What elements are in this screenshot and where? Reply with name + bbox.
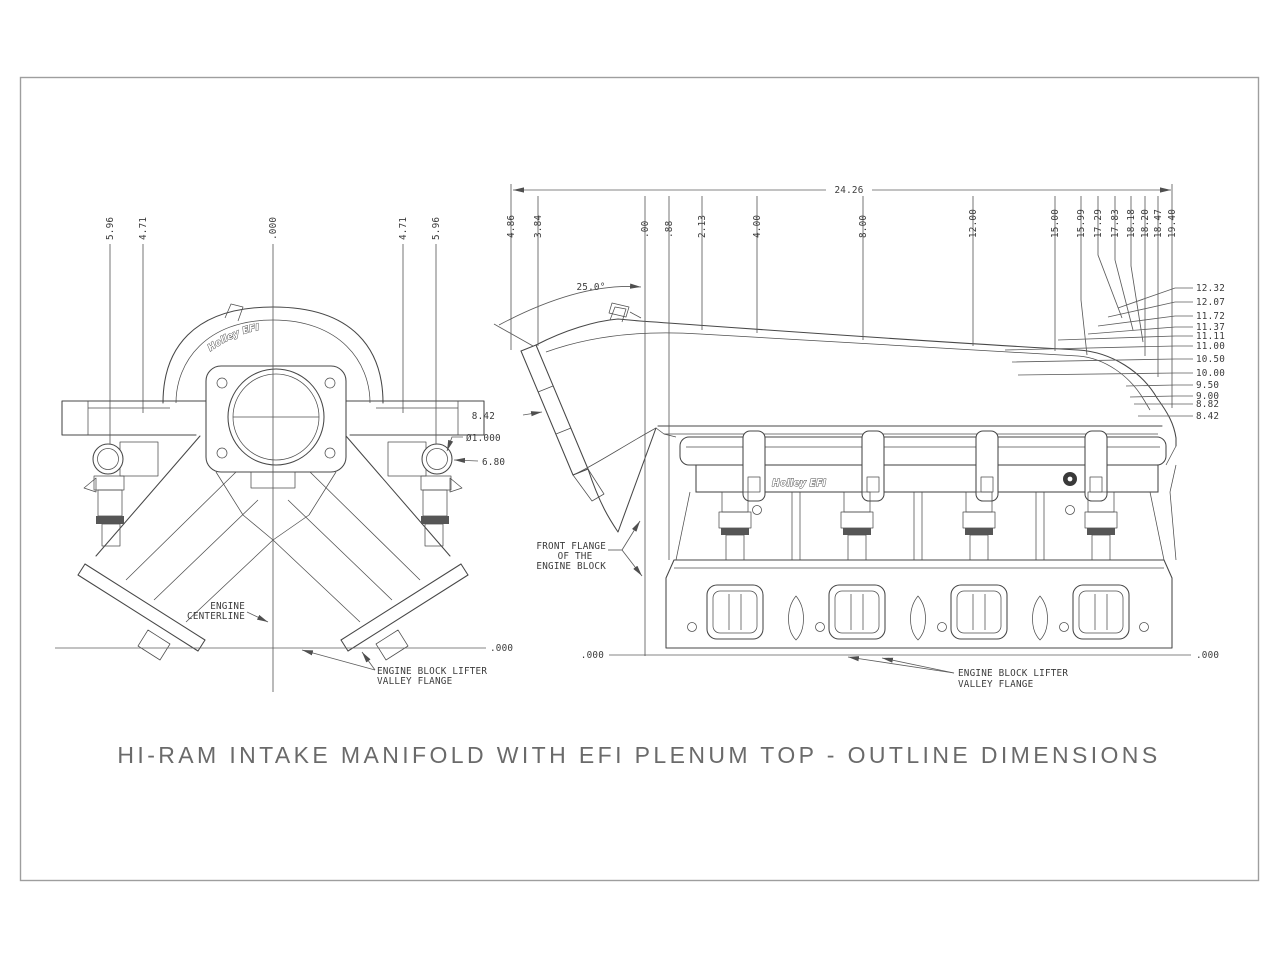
engine-centerline-label-2: CENTERLINE: [187, 611, 245, 622]
head-flange-right: [340, 563, 469, 661]
height-dim-0: 12.32: [1196, 283, 1225, 294]
fuel-rail-left: [83, 441, 159, 547]
sheet-border: [19, 76, 1260, 882]
front-top-dim-3: 4.71: [398, 217, 409, 240]
front-top-dim-1: 4.71: [138, 217, 149, 240]
inlet-flange-dim-label: 8.42: [472, 411, 495, 422]
side-top-dim-1: 3.84: [533, 215, 544, 238]
injector-tower: [962, 491, 996, 561]
holley-logo-side: Holley EFI: [772, 478, 827, 489]
side-top-dim-13: 18.20: [1140, 209, 1151, 238]
side-top-dim-14: 18.47: [1153, 209, 1164, 238]
side-top-dim-0: 4.86: [506, 215, 517, 238]
height-dim-8: 9.50: [1196, 380, 1219, 391]
side-top-dim-15: 19.40: [1167, 209, 1178, 238]
bolt-hole: [324, 447, 336, 459]
height-dimension-labels: 12.32 12.07 11.72 11.37 11.11 11.00 10.5…: [1004, 283, 1225, 422]
inlet-angle-label: 25.0°: [577, 282, 606, 293]
height-dim-4: 11.11: [1196, 331, 1225, 342]
height-dim-7: 10.00: [1196, 368, 1225, 379]
injector-tower: [840, 491, 874, 561]
height-dim-6: 10.50: [1196, 354, 1225, 365]
side-valley-flange-label-2: VALLEY FLANGE: [958, 679, 1033, 690]
side-top-dim-12: 18.18: [1126, 209, 1137, 238]
plenum-base-band: [61, 400, 485, 436]
flange-slot: [1032, 595, 1048, 641]
inlet-flange: [520, 344, 605, 502]
rail-dim-label: 6.80: [482, 457, 505, 468]
height-dim-11: 8.42: [1196, 411, 1219, 422]
page-title: HI-RAM INTAKE MANIFOLD WITH EFI PLENUM T…: [117, 742, 1160, 768]
side-top-dim-3: .88: [664, 221, 675, 238]
intake-port: [828, 584, 886, 640]
front-flange-label-2: OF THE: [558, 551, 593, 562]
side-annotations: 25.0° 8.42 FRONT FLANGE OF THE ENGINE BL…: [472, 282, 1219, 690]
height-dim-3: 11.37: [1196, 322, 1225, 333]
injector-tower: [1084, 491, 1118, 561]
front-flange-label-3: ENGINE BLOCK: [536, 561, 606, 572]
side-top-dim-8: 15.00: [1050, 209, 1061, 238]
injector-towers: [675, 491, 1177, 561]
side-top-dim-7: 12.00: [968, 209, 979, 238]
height-dim-10: 8.82: [1196, 399, 1219, 410]
front-flange-label-1: FRONT FLANGE: [536, 541, 606, 552]
intake-port: [1072, 584, 1130, 640]
head-flange-left: [77, 563, 206, 661]
runner-right: [272, 435, 451, 623]
throttle-body-flange: [205, 365, 347, 541]
height-dim-5: 11.00: [1196, 341, 1225, 352]
fuel-rail-side: Holley EFI: [679, 430, 1177, 502]
front-dimension-lines: 5.96 4.71 .000 4.71 5.96: [105, 217, 442, 692]
front-datum-label: .000: [490, 643, 513, 654]
engine-centerline-label-1: ENGINE: [210, 601, 245, 612]
height-dim-2: 11.72: [1196, 311, 1225, 322]
side-datum-right: .000: [1196, 650, 1219, 661]
side-top-dim-2: .00: [640, 221, 651, 238]
flange-slot: [910, 595, 926, 641]
side-valley-flange-label-1: ENGINE BLOCK LIFTER: [958, 668, 1068, 679]
intake-port: [706, 584, 764, 640]
throttle-bore: [227, 368, 325, 466]
side-top-dim-4: 2.13: [697, 215, 708, 238]
flange-slot: [788, 595, 804, 641]
front-annotations: .000 Ø1.000 6.80 ENGINE CENTERLINE ENGIN…: [55, 433, 513, 687]
injector-body: [93, 475, 125, 491]
front-top-dim-2: .000: [268, 217, 279, 240]
side-top-dim-6: 8.00: [858, 215, 869, 238]
side-top-dim-11: 17.83: [1110, 209, 1121, 238]
front-valley-flange-label-2: VALLEY FLANGE: [377, 676, 452, 687]
side-dimension-lines: 4.86 3.84 .00 .88 2.13 4.00 8.00 12.00 1…: [506, 184, 1178, 656]
height-dim-9: 9.00: [1196, 391, 1219, 402]
injector-tower: [718, 491, 752, 561]
inlet-bracket: [608, 302, 642, 323]
rail-clamps: [742, 430, 1108, 502]
runner-left: [95, 435, 274, 623]
side-top-dim-10: 17.29: [1093, 209, 1104, 238]
plenum-top: [535, 302, 1177, 533]
side-view: Holley EFI: [472, 184, 1225, 690]
port-flange: [665, 559, 1173, 649]
holley-logo-front: Holley EFI: [206, 322, 261, 354]
throttle-bore-dia-label: Ø1.000: [466, 433, 501, 444]
intake-port: [950, 584, 1008, 640]
front-valley-flange-label-1: ENGINE BLOCK LIFTER: [377, 666, 487, 677]
side-top-dim-9: 15.99: [1076, 209, 1087, 238]
side-top-dim-5: 4.00: [752, 215, 763, 238]
injector-body: [420, 475, 452, 491]
overall-dim-label: 24.26: [835, 185, 864, 196]
fuel-rail-right: [387, 441, 463, 547]
bolt-hole: [216, 377, 228, 389]
side-datum-left: .000: [581, 650, 604, 661]
bolt-hole: [216, 447, 228, 459]
bolt-hole: [324, 377, 336, 389]
front-view: Holley EFI: [55, 217, 513, 692]
overall-dimension: 24.26: [513, 185, 1171, 196]
front-top-dim-4: 5.96: [431, 217, 442, 240]
height-dim-1: 12.07: [1196, 297, 1225, 308]
front-top-dim-0: 5.96: [105, 217, 116, 240]
